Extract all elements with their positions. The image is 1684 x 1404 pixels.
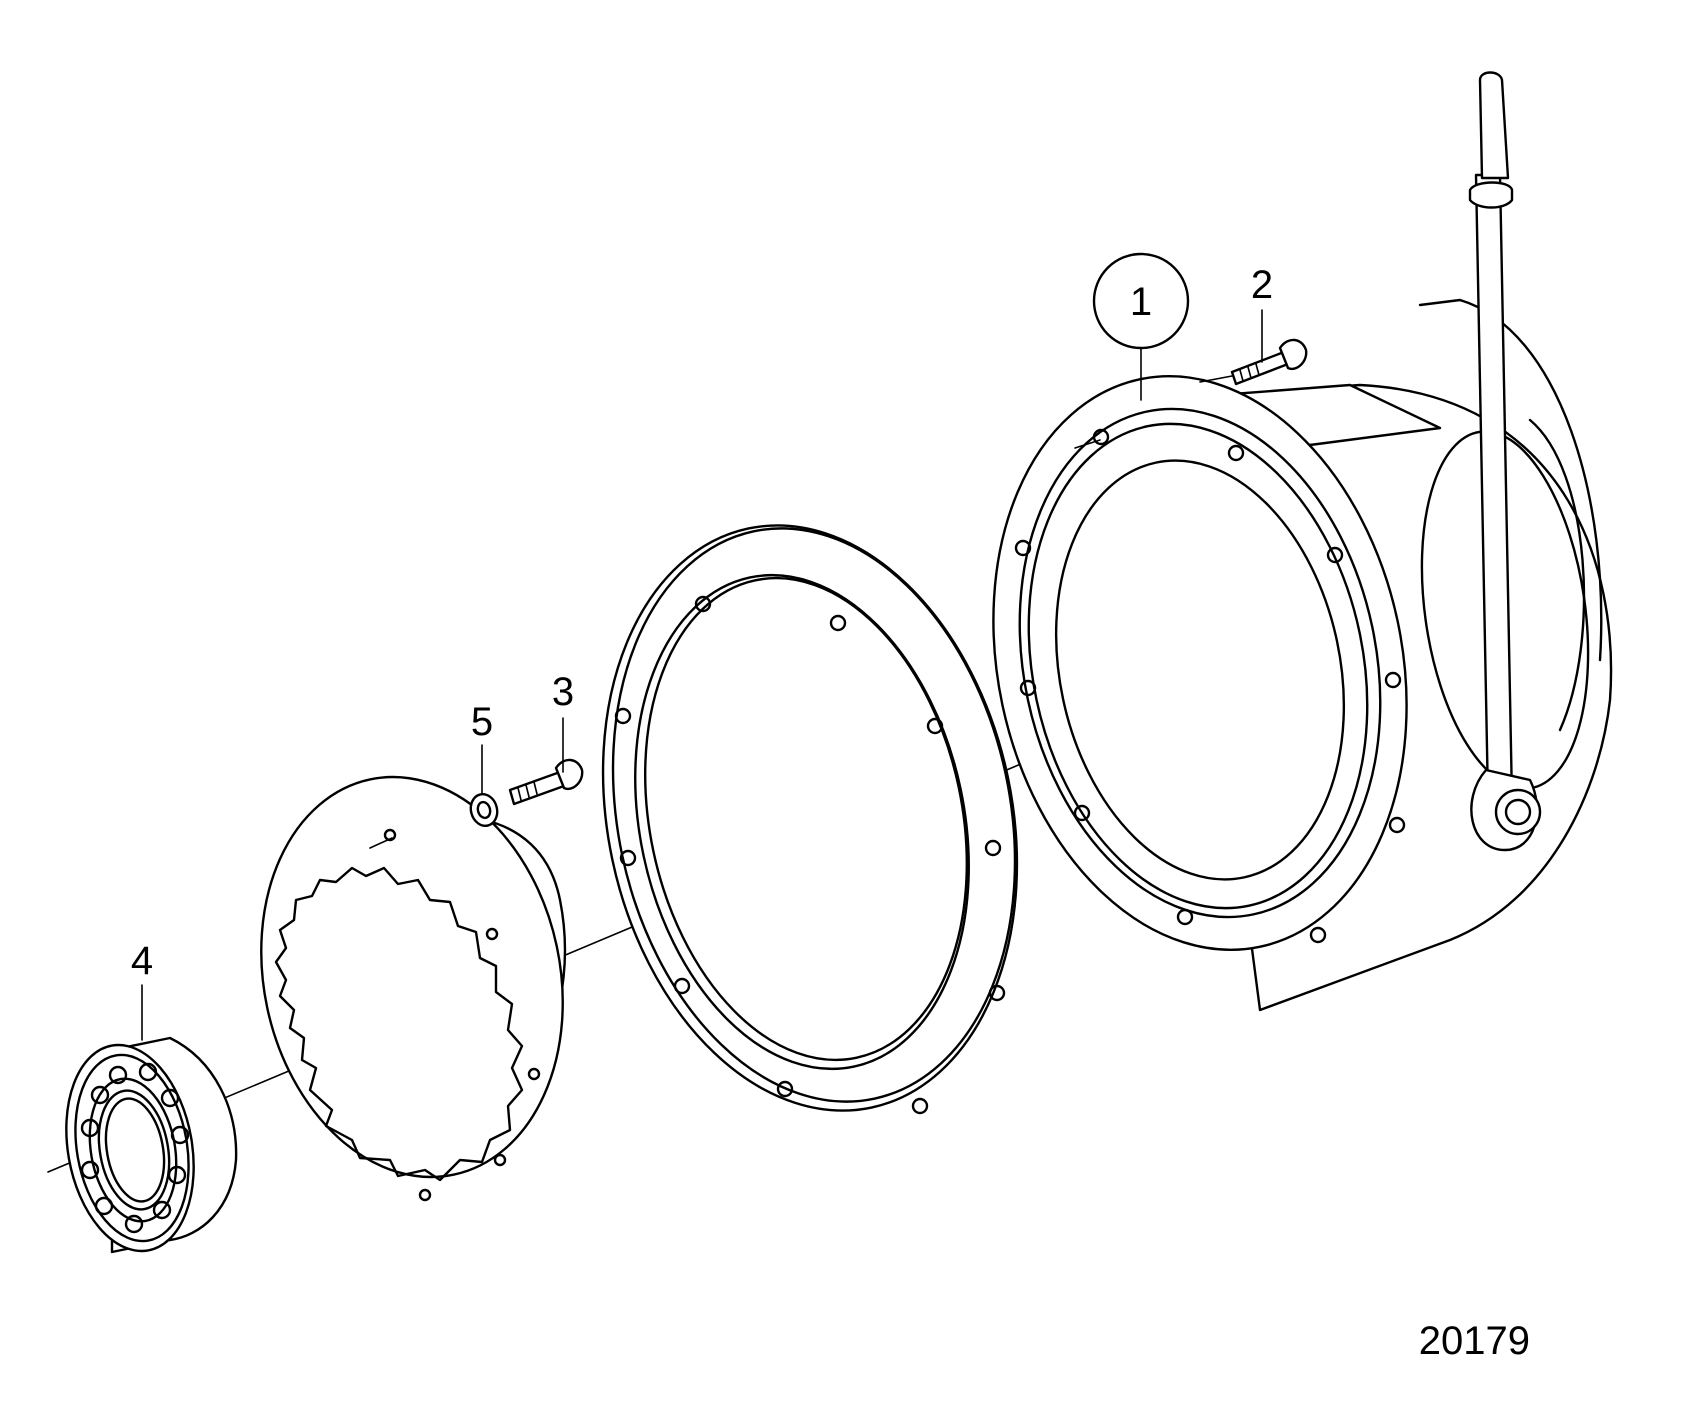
callout-1-label: 1 [1130,280,1152,324]
drawing-number: 20179 [1419,1319,1530,1363]
shift-lever [1468,71,1542,852]
screw-part-2 [1199,338,1308,386]
callout-4: 4 [131,939,153,1041]
callout-5-label: 5 [471,700,493,744]
gasket [601,524,1019,1115]
screw-part-3 [508,758,584,806]
callout-3-label: 3 [552,670,574,714]
housing-part-1 [992,298,1613,1012]
callout-5: 5 [471,700,493,795]
washer-part-5 [469,792,499,828]
ball-bearing-part-4 [65,1036,238,1254]
callout-4-label: 4 [131,939,153,983]
callout-2: 2 [1251,263,1273,363]
ring-gear [260,775,567,1202]
callout-3: 3 [552,670,574,773]
callout-2-label: 2 [1251,263,1273,307]
callout-1: 1 [1092,252,1190,401]
